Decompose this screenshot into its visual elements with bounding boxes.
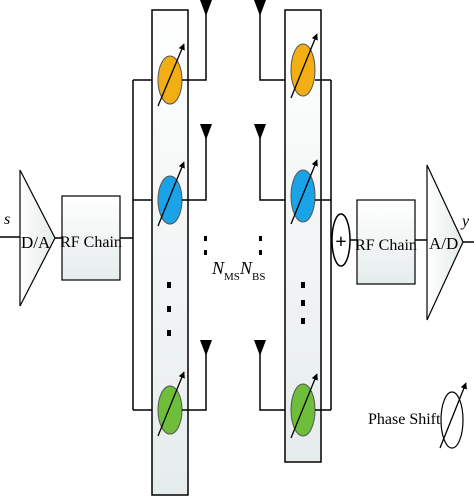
rx-combiner-tree (315, 79, 332, 411)
tx-phase-shifter-n (157, 371, 185, 437)
tx-rf-chain-label: RF Chain (60, 234, 122, 251)
adder-symbol: + (335, 231, 346, 253)
tx-rf-chain-block: RF Chain (60, 195, 122, 281)
phase-shifter-icon (290, 373, 318, 439)
legend-arrow (439, 382, 467, 449)
legend-label: Phase Shifter (368, 411, 454, 428)
phase-shifter-icon (157, 43, 185, 107)
antenna-icon (254, 340, 266, 356)
rx-phase-shifter-2 (290, 159, 318, 225)
antenna-icon (200, 124, 212, 140)
adder-icon: + (331, 213, 351, 267)
antenna-icon (254, 0, 266, 16)
center-ellipsis-right (259, 236, 262, 255)
dac-label: D/A (21, 233, 51, 252)
tx-phase-shifter-2 (157, 161, 185, 227)
tx-antennas (200, 0, 212, 356)
antenna-count-ms: NMS (211, 258, 240, 283)
dac-block: D/A (19, 169, 56, 307)
rx-rf-chain-block: RF Chain (355, 199, 417, 285)
antenna-count-bs: NBS (239, 258, 265, 283)
rx-antenna-feeds (259, 10, 290, 411)
rx-phase-shifter-1 (290, 33, 318, 99)
rx-vertical-ellipsis (301, 282, 305, 324)
legend: Phase Shifter (368, 382, 467, 449)
phase-shifter-icon (157, 161, 185, 227)
phase-shifter-icon (290, 33, 318, 99)
output-symbol-y: y (460, 213, 470, 230)
adc-block: A/D (426, 164, 464, 321)
input-symbol-s: s (4, 211, 10, 228)
rx-phase-shifter-n (290, 373, 318, 439)
phase-shifter-icon (157, 371, 185, 437)
center-ellipsis-left (204, 236, 207, 255)
antenna-icon (200, 0, 212, 16)
rx-rf-chain-label: RF Chain (355, 237, 417, 254)
tx-phase-shifter-1 (157, 43, 185, 107)
tx-vertical-ellipsis (167, 282, 171, 336)
adc-label: A/D (429, 234, 458, 253)
phase-shifter-icon (290, 159, 318, 225)
antenna-icon (200, 340, 212, 356)
tx-antenna-feeds (182, 10, 207, 411)
